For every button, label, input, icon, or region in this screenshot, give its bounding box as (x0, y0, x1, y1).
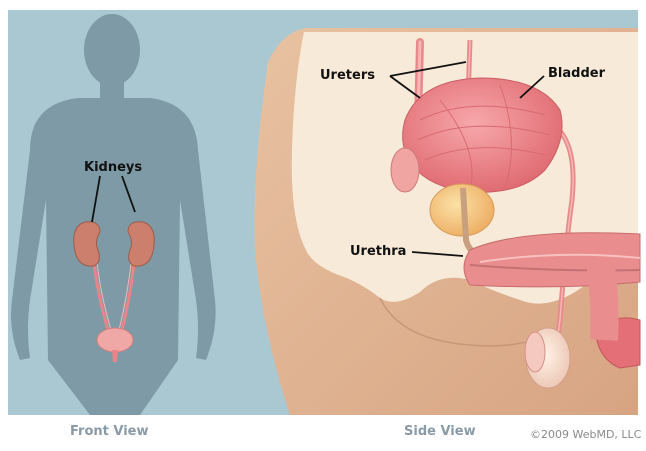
bladder-icon (403, 78, 562, 192)
front-bladder-icon (97, 328, 133, 352)
urethra-label: Urethra (350, 244, 406, 259)
ureters-label: Ureters (320, 68, 375, 83)
right-kidney-icon (128, 222, 154, 266)
kidneys-label: Kidneys (84, 160, 142, 175)
copyright-text: ©2009 WebMD, LLC (530, 428, 641, 441)
front-view-caption: Front View (70, 424, 149, 439)
seminal-vesicle-icon (391, 148, 419, 192)
side-view-caption: Side View (404, 424, 476, 439)
bladder-label: Bladder (548, 66, 605, 81)
left-kidney-icon (74, 222, 100, 266)
